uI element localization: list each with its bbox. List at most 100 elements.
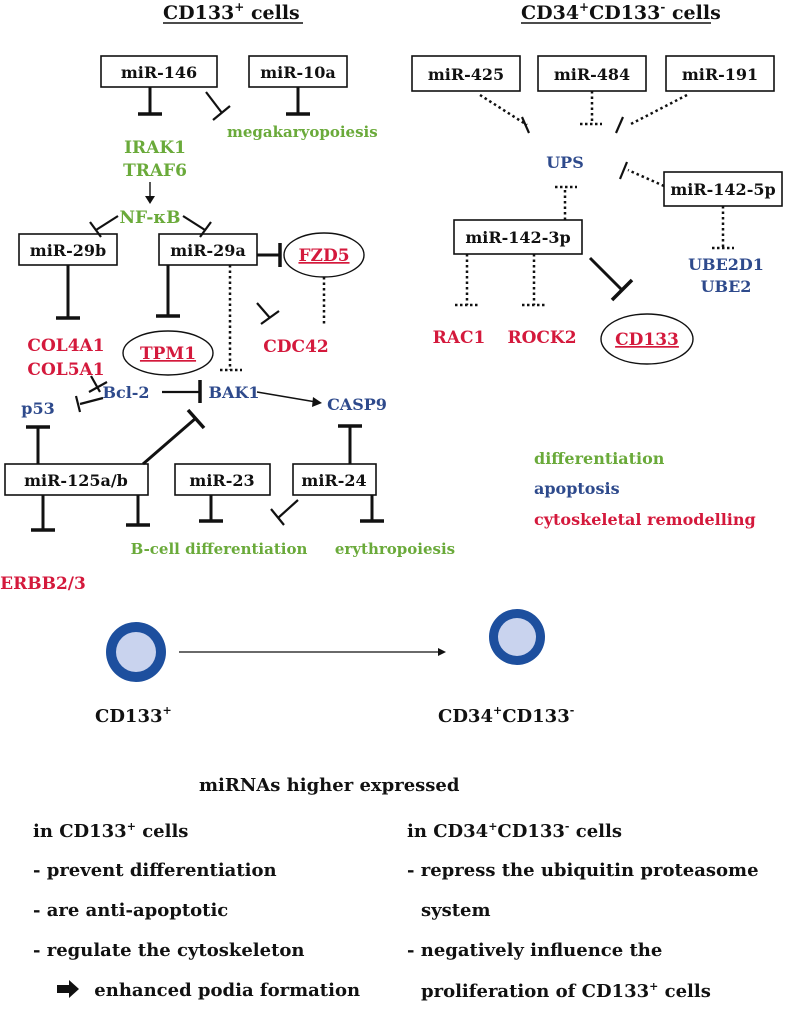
mir29a-inhibits-fzd5 (257, 243, 282, 267)
mir425-dotted-ups (479, 93, 531, 134)
mir23-inhibits-b-cell-differentiation (199, 495, 223, 523)
mir24-inhibits-b-cell-differentiation (270, 499, 299, 526)
cd133-target-label: CD133 (615, 330, 679, 350)
summary-right-item-3: - negatively influence the (407, 940, 663, 961)
mir-425-box: miR-425 (411, 55, 521, 92)
col4a1-label: COL4A1 (27, 336, 104, 356)
ups-label: UPS (546, 153, 584, 172)
summary-right-title: in CD34+CD133- cells (407, 820, 622, 842)
svg-text:miR-125a/b: miR-125a/b (24, 471, 128, 490)
svg-text:miR-142-5p: miR-142-5p (670, 180, 775, 199)
mir142-3p-dotted-ups (555, 185, 577, 220)
mir29b-inhibits-col4a1 (56, 265, 80, 320)
transition-arrowhead (438, 648, 446, 656)
mir142-3p-dotted-rac1 (455, 254, 479, 307)
rac1-label: RAC1 (433, 328, 486, 348)
irak1-label: IRAK1 (124, 138, 186, 158)
cd133-positive-cell-label: CD133+ (95, 704, 172, 727)
mir29a-inhibits-tpm1 (156, 265, 180, 318)
cdc42-label: CDC42 (263, 337, 328, 357)
mir-125ab-box: miR-125a/b (4, 463, 149, 496)
mir142-5p-dotted-ube2d1 (712, 206, 734, 250)
megakaryopoiesis-label: megakaryopoiesis (227, 123, 378, 141)
svg-text:miR-29b: miR-29b (30, 241, 106, 260)
mir125-inhibits-p53 (26, 425, 50, 464)
legend-differentiation: differentiation (534, 449, 665, 468)
summary-heading: miRNAs higher expressed (199, 775, 460, 796)
svg-text:miR-146: miR-146 (121, 63, 197, 82)
right-arrow-icon (57, 980, 79, 998)
mir-23-box: miR-23 (174, 463, 271, 496)
mir24-inhibits-casp9 (338, 424, 362, 464)
mir-142-3p-box: miR-142-3p (453, 219, 583, 255)
mir-10a-box: miR-10a (248, 55, 348, 88)
mir-146-box: miR-146 (100, 55, 218, 88)
mir191-dotted-ups (614, 93, 688, 134)
traf6-activates-nfkb (145, 182, 155, 204)
svg-text:miR-142-3p: miR-142-3p (465, 228, 570, 247)
p53-label: p53 (21, 399, 54, 418)
nfkb-inhibits-mir29b (89, 215, 119, 238)
mir24-inhibits-erythropoiesis (360, 495, 384, 523)
summary-left-title: in CD133+ cells (33, 820, 189, 842)
erbb23-label: ERBB2/3 (0, 574, 86, 594)
bcl2-label: Bcl-2 (102, 383, 149, 402)
mir142-5p-dotted-ups (618, 161, 665, 188)
mir125-inhibits-erbb23 (31, 495, 55, 532)
mir-191-box: miR-191 (665, 55, 775, 92)
cd133-positive-cell-icon (106, 622, 166, 682)
legend-cytoskeletal-remodelling: cytoskeletal remodelling (534, 510, 756, 529)
mir-484-box: miR-484 (537, 55, 647, 92)
mir29a-inhibits-cdc42 (256, 302, 280, 325)
mir146-inhibits-irak1 (138, 87, 162, 116)
mir10a-inhibits-megakaryopoiesis (286, 87, 310, 116)
tpm1-label: TPM1 (140, 344, 196, 364)
summary-right-item-4: proliferation of CD133+ cells (421, 980, 711, 1002)
nfkb-label: NF-κB (119, 208, 180, 228)
bcl2-inhibits-p53 (74, 395, 104, 413)
mir125-inhibits-b-cell-differentiation (126, 495, 150, 527)
mir-29a-box: miR-29a (158, 233, 258, 266)
erythropoiesis-label: erythropoiesis (335, 540, 455, 558)
cd34-cd133-cell-label: CD34+CD133- (438, 704, 574, 727)
mir-29b-box: miR-29b (18, 233, 118, 266)
svg-text:miR-191: miR-191 (682, 65, 758, 84)
fzd5-label: FZD5 (298, 246, 349, 266)
casp9-label: CASP9 (327, 395, 387, 414)
summary-left-item-3: - regulate the cytoskeleton (33, 940, 305, 961)
svg-text:miR-484: miR-484 (554, 65, 630, 84)
summary-right-item-2: system (421, 900, 491, 921)
mir142-3p-inhibits-cd133 (588, 256, 634, 302)
mir142-3p-dotted-rock2 (522, 254, 546, 307)
ube2d1-label: UBE2D1 (688, 255, 764, 274)
col5a1-label: COL5A1 (27, 360, 104, 380)
rock2-label: ROCK2 (507, 328, 576, 348)
nfkb-inhibits-mir29a (182, 215, 212, 238)
bak1-label: BAK1 (209, 383, 260, 402)
traf6-label: TRAF6 (123, 161, 187, 181)
b-cell-differentiation-label: B-cell differentiation (131, 540, 308, 558)
summary-left-item-1: - prevent differentiation (33, 860, 277, 881)
mir125-inhibits-bak1 (142, 408, 206, 466)
summary-left-item-2: - are anti-apoptotic (33, 900, 229, 921)
mir-24-box: miR-24 (292, 463, 377, 496)
svg-text:miR-29a: miR-29a (170, 241, 246, 260)
mir484-dotted-ups (580, 91, 602, 126)
ube2-label: UBE2 (701, 277, 752, 296)
col4a1-inhibits-bcl2 (88, 375, 108, 393)
left-panel-title: CD133+ cells (163, 0, 300, 24)
svg-text:miR-23: miR-23 (189, 471, 254, 490)
svg-text:miR-24: miR-24 (301, 471, 366, 490)
cd34-positive-cd133-negative-cell-icon (489, 609, 545, 665)
summary-left-arrow-line: enhanced podia formation (56, 980, 360, 1001)
tpm1-ellipse (122, 330, 214, 376)
svg-text:miR-425: miR-425 (428, 65, 504, 84)
mir146-inhibits-megakaryopoiesis (205, 91, 231, 121)
bcl2-inhibits-bak1 (162, 380, 202, 403)
right-panel-title: CD34+CD133- cells (521, 0, 721, 24)
cd133-ellipse (600, 313, 694, 365)
bak1-activates-casp9 (256, 391, 322, 407)
svg-text:miR-10a: miR-10a (260, 63, 336, 82)
mir-142-5p-box: miR-142-5p (663, 171, 783, 207)
